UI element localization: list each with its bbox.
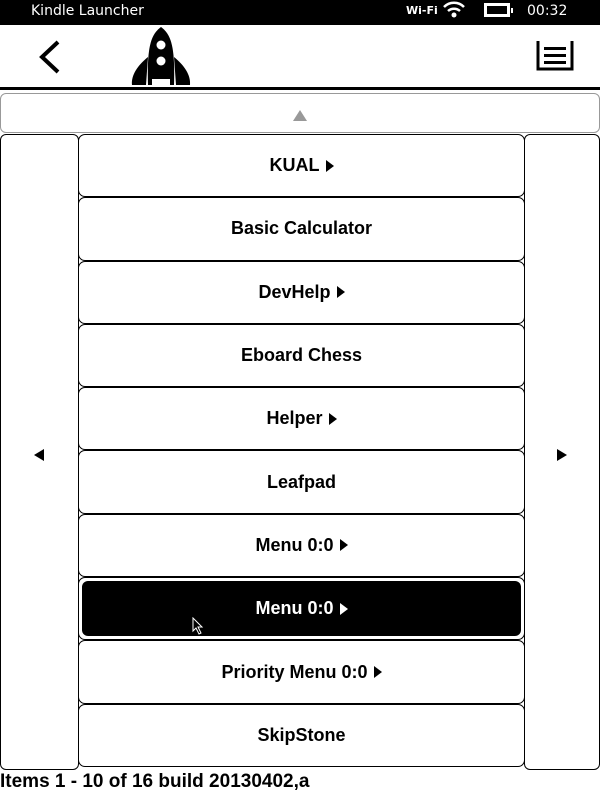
mouse-cursor-icon xyxy=(192,617,204,635)
menu-item-label: Priority Menu 0:0 xyxy=(221,661,368,682)
menu-item[interactable]: Priority Menu 0:0 xyxy=(78,640,525,704)
menu-item-label: Menu 0:0 xyxy=(255,598,334,619)
menu-item[interactable]: Menu 0:0 xyxy=(78,577,525,641)
menu-item-label: Menu 0:0 xyxy=(255,534,334,555)
submenu-arrow-icon xyxy=(339,539,348,552)
menu-item-label: Eboard Chess xyxy=(240,345,363,366)
back-icon[interactable] xyxy=(34,39,64,75)
menu-item[interactable]: Menu 0:0 xyxy=(78,513,525,578)
menu-icon[interactable] xyxy=(536,41,574,71)
menu-item[interactable]: KUAL xyxy=(78,134,525,198)
menu-item[interactable]: SkipStone xyxy=(78,703,525,767)
status-title: Kindle Launcher xyxy=(31,3,144,19)
rocket-logo-icon xyxy=(131,27,191,85)
wifi-icon xyxy=(443,1,465,18)
left-arrow-icon xyxy=(34,449,44,461)
submenu-arrow-icon xyxy=(336,286,345,299)
menu-item[interactable]: Leafpad xyxy=(78,450,525,514)
menu-item-label: DevHelp xyxy=(258,281,331,302)
menu-item-label: Basic Calculator xyxy=(230,218,373,239)
scroll-up-button[interactable] xyxy=(0,93,600,133)
menu-item-label: Helper xyxy=(266,408,323,429)
menu-item-label: KUAL xyxy=(269,155,320,176)
toolbar xyxy=(0,25,600,90)
selected-highlight: Menu 0:0 xyxy=(82,581,521,637)
submenu-arrow-icon xyxy=(325,159,334,172)
wifi-label: Wi-Fi xyxy=(406,4,438,17)
up-arrow-icon xyxy=(293,110,307,121)
menu-item[interactable]: Basic Calculator xyxy=(78,197,525,261)
battery-icon xyxy=(484,3,513,17)
menu-item[interactable]: Eboard Chess xyxy=(78,323,525,388)
clock: 00:32 xyxy=(527,3,568,19)
menu-item-label: Leafpad xyxy=(266,471,336,492)
right-arrow-icon xyxy=(557,449,567,461)
menu-item[interactable]: DevHelp xyxy=(78,260,525,324)
footer-status: Items 1 - 10 of 16 build 20130402,a xyxy=(0,771,310,792)
menu-item-label: SkipStone xyxy=(257,724,346,745)
menu-item[interactable]: Helper xyxy=(78,387,525,451)
next-page-button[interactable] xyxy=(524,134,600,770)
submenu-arrow-icon xyxy=(339,602,348,615)
submenu-arrow-icon xyxy=(328,412,337,425)
previous-page-button[interactable] xyxy=(0,134,79,770)
submenu-arrow-icon xyxy=(373,666,382,679)
status-bar: Kindle Launcher Wi-Fi 00:32 xyxy=(0,0,600,25)
